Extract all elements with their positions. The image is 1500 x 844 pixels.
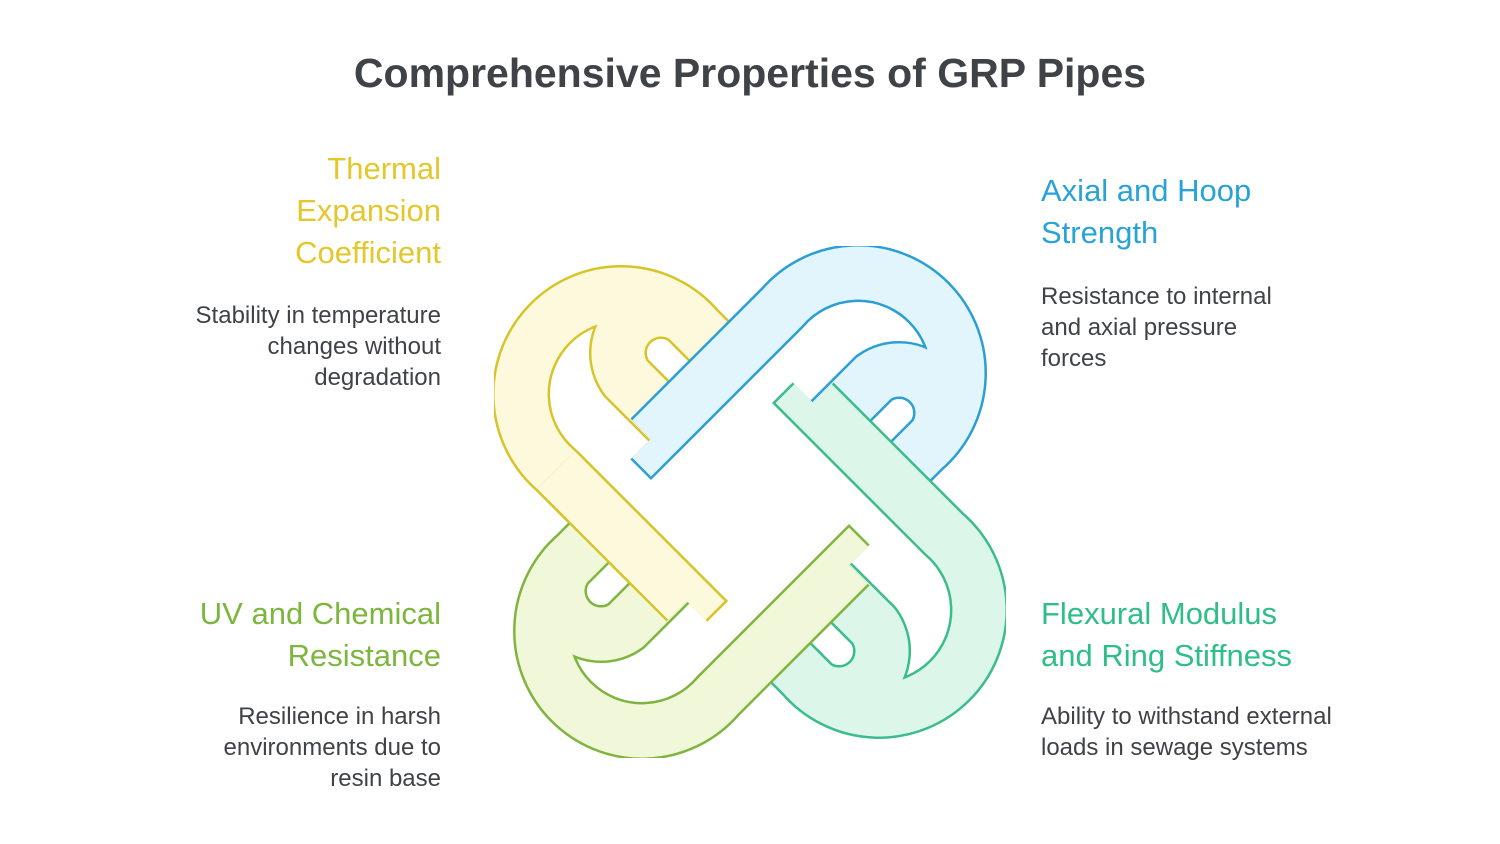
yellow-patch-fill [537,451,725,620]
knot-loop-blue [630,244,987,514]
knot-loops [492,244,1008,760]
heading-axial-hoop-strength: Axial and Hoop Strength [1041,173,1252,250]
yellow-loop-fill [494,267,760,620]
knot-loop-mint [738,382,1008,739]
heading-flexural-modulus: Flexural Modulus and Ring Stiffness [1041,596,1293,673]
knot-graphic [492,244,1008,760]
heading-uv-chemical-resistance: UV and Chemical Resistance [199,596,441,673]
blue-loop-fill [632,246,985,512]
description-thermal-expansion: Stability in temperature changes without… [195,302,441,391]
page-title: Comprehensive Properties of GRP Pipes [353,50,1147,96]
description-flexural-modulus: Ability to withstand external loads in s… [1041,703,1332,761]
description-axial-hoop-strength: Resistance to internal and axial pressur… [1041,283,1272,372]
knot-loop-green [513,490,870,760]
knot-svg [492,244,1008,760]
heading-thermal-expansion: Thermal Expansion Coefficient [295,151,441,270]
green-loop-fill [515,492,868,758]
knot-loop-yellow-patch [535,449,729,622]
mint-loop-fill [740,384,1006,737]
description-uv-chemical-resistance: Resilience in harsh environments due to … [223,703,441,792]
knot-loop-yellow [492,265,762,622]
